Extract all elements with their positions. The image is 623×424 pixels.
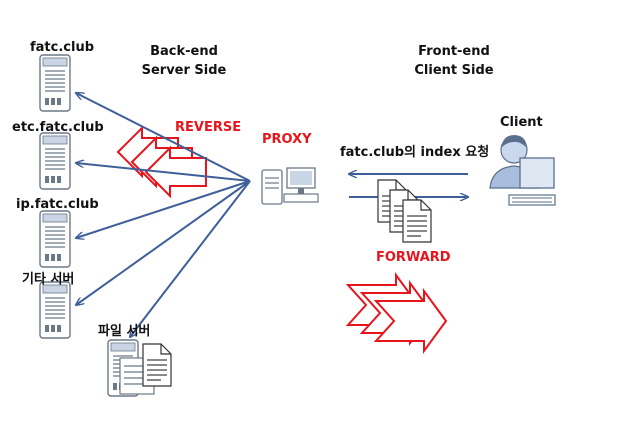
client-label: Client xyxy=(500,115,543,130)
frontend-heading: Front-end Client Side xyxy=(414,44,494,78)
request-label: fatc.club의 index 요청 xyxy=(340,145,490,160)
server-label-ip-fatc-club: ip.fatc.club xyxy=(16,197,99,212)
forward-label: FORWARD xyxy=(376,250,451,265)
server-fatc-club-icon xyxy=(39,54,71,112)
server-label-fatc-club: fatc.club xyxy=(30,40,95,55)
proxy-label: PROXY xyxy=(262,132,312,147)
server-ip-fatc-club-icon xyxy=(39,210,71,268)
server-label-other: 기타 서버 xyxy=(22,272,75,287)
reverse-arrow-icon xyxy=(117,127,207,197)
forward-arrow-icon xyxy=(347,274,447,352)
proxy-computer-icon xyxy=(261,167,319,205)
backend-heading: Back-end Server Side xyxy=(141,44,227,78)
reverse-label: REVERSE xyxy=(175,120,242,135)
documents-icon xyxy=(377,179,432,243)
file-server-icon xyxy=(107,339,172,397)
server-other-icon xyxy=(39,281,71,339)
server-label-etc-fatc-club: etc.fatc.club xyxy=(12,120,104,135)
proxy-to-server-arrows xyxy=(76,93,251,337)
server-label-file: 파일 서버 xyxy=(98,324,151,339)
client-user-icon xyxy=(489,135,556,206)
server-etc-fatc-club-icon xyxy=(39,132,71,190)
